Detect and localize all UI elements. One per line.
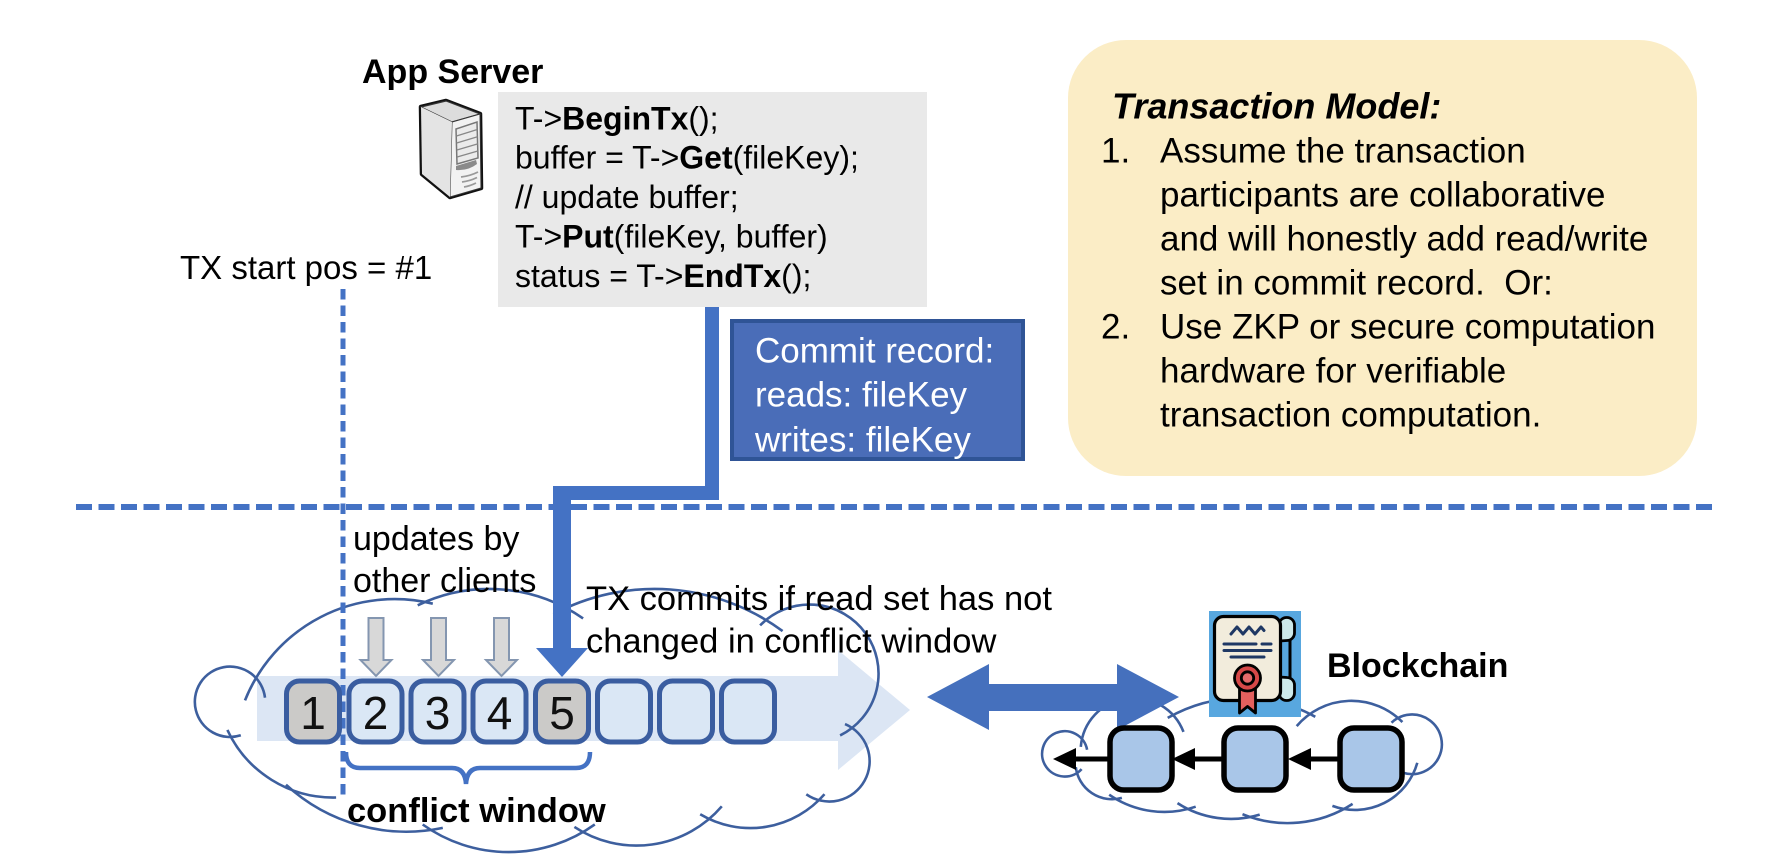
svg-text:Blockchain: Blockchain (1327, 647, 1508, 685)
svg-text:conflict window: conflict window (347, 792, 606, 830)
svg-text:buffer = T->Get(fileKey);: buffer = T->Get(fileKey); (515, 140, 859, 176)
svg-text:Commit record:: Commit record: (755, 332, 994, 371)
svg-text:updates by: updates by (353, 520, 519, 558)
svg-text:1: 1 (300, 687, 326, 739)
svg-text:Assume the transaction: Assume the transaction (1160, 132, 1526, 171)
svg-text:changed in conflict window: changed in conflict window (586, 623, 996, 661)
svg-text:set in commit record. Or:: set in commit record. Or: (1160, 264, 1553, 303)
svg-text:Transaction Model:: Transaction Model: (1112, 86, 1441, 127)
svg-text:TX start pos = #1: TX start pos = #1 (180, 249, 432, 286)
svg-text:other clients: other clients (353, 562, 536, 600)
svg-text:T->BeginTx();: T->BeginTx(); (515, 100, 719, 136)
svg-text:// update buffer;: // update buffer; (515, 179, 739, 215)
svg-text:Use ZKP or secure computation: Use ZKP or secure computation (1160, 308, 1655, 347)
svg-text:and will honestly add read/wri: and will honestly add read/write (1160, 220, 1648, 259)
svg-text:T->Put(fileKey, buffer): T->Put(fileKey, buffer) (515, 219, 828, 255)
svg-text:transaction computation.: transaction computation. (1160, 396, 1541, 435)
svg-text:2.: 2. (1101, 308, 1130, 347)
svg-text:2: 2 (363, 687, 389, 739)
svg-text:3: 3 (425, 687, 451, 739)
svg-text:1.: 1. (1101, 132, 1130, 171)
svg-text:App Server: App Server (362, 53, 543, 91)
svg-text:4: 4 (487, 687, 513, 739)
svg-text:hardware for verifiable: hardware for verifiable (1160, 352, 1506, 391)
svg-text:participants are collaborative: participants are collaborative (1160, 176, 1606, 215)
svg-text:status = T->EndTx();: status = T->EndTx(); (515, 258, 811, 294)
svg-text:reads: fileKey: reads: fileKey (755, 376, 968, 415)
svg-text:writes: fileKey: writes: fileKey (754, 421, 971, 460)
svg-text:5: 5 (549, 687, 575, 739)
svg-text:TX commits if read set has not: TX commits if read set has not (586, 580, 1052, 618)
